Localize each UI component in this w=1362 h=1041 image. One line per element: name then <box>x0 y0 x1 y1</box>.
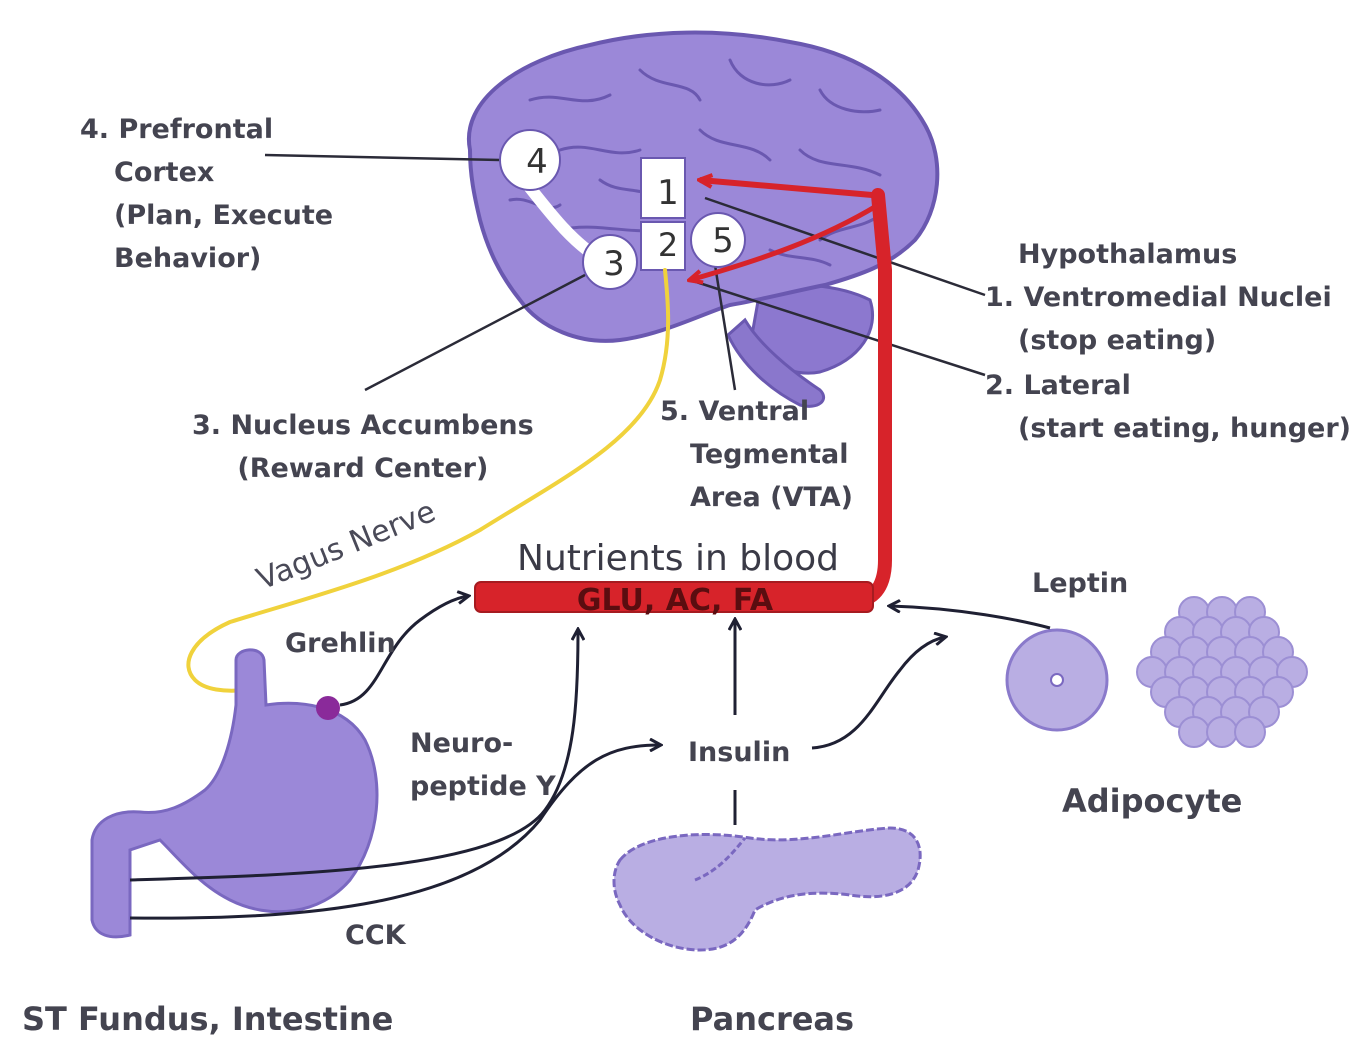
prefrontal-line-4: Behavior) <box>80 237 333 280</box>
hypothalamus-label: Hypothalamus <box>1018 233 1237 276</box>
neuropeptide-line-1: Neuro- <box>410 722 556 765</box>
leptin-label: Leptin <box>1032 562 1128 605</box>
node-3: 3 <box>603 244 625 284</box>
vagus-nerve-label: Vagus Nerve <box>252 494 441 597</box>
prefrontal-line-2: Cortex <box>80 151 333 194</box>
fat-cell <box>1235 717 1265 747</box>
nucleus-accumbens-line-2: (Reward Center) <box>192 447 534 490</box>
insulin-label: Insulin <box>688 731 790 774</box>
ventromedial-line-2: (stop eating) <box>985 319 1332 362</box>
ventromedial-line-1: 1. Ventromedial Nuclei <box>985 276 1332 319</box>
pancreas <box>614 828 920 950</box>
nutrients-list: GLU, AC, FA <box>577 583 774 618</box>
fat-cell <box>1207 717 1237 747</box>
node-1: 1 <box>657 173 679 213</box>
vta-line-1: 5. Ventral <box>660 390 853 433</box>
node-4: 4 <box>526 142 548 182</box>
neuropeptide-line-2: peptide Y <box>410 765 556 808</box>
lateral-line-1: 2. Lateral <box>985 364 1351 407</box>
adipocyte-cluster <box>1137 597 1307 747</box>
prefrontal-line-1: 4. Prefrontal <box>80 108 333 151</box>
adipocyte-cell <box>1007 630 1107 730</box>
adipocyte-label: Adipocyte <box>1062 780 1242 823</box>
vta-line-3: Area (VTA) <box>660 476 853 519</box>
insulin-to-leptin-arrow <box>812 637 945 748</box>
prefrontal-line-3: (Plan, Execute <box>80 194 333 237</box>
cck-label: CCK <box>345 914 406 957</box>
node-5: 5 <box>712 221 734 261</box>
vta-line-2: Tegmental <box>660 433 853 476</box>
ventromedial-label: 1. Ventromedial Nuclei (stop eating) <box>985 276 1332 362</box>
vta-label: 5. Ventral Tegmental Area (VTA) <box>660 390 853 519</box>
nucleus-accumbens-label: 3. Nucleus Accumbens (Reward Center) <box>192 404 534 490</box>
grehlin-cell <box>316 696 340 720</box>
neuropeptide-label: Neuro- peptide Y <box>410 722 556 808</box>
stomach <box>92 650 377 937</box>
stomach-caption: ST Fundus, Intestine <box>22 998 393 1041</box>
hypothalamus-title: Hypothalamus <box>1018 233 1237 276</box>
prefrontal-label: 4. Prefrontal Cortex (Plan, Execute Beha… <box>80 108 333 280</box>
nutrients-title: Nutrients in blood <box>517 538 839 579</box>
leptin-arrow <box>890 606 1050 628</box>
fat-cell <box>1179 717 1209 747</box>
lateral-line-2: (start eating, hunger) <box>985 407 1351 450</box>
node-2: 2 <box>658 226 678 264</box>
lateral-label: 2. Lateral (start eating, hunger) <box>985 364 1351 450</box>
grehlin-label: Grehlin <box>285 622 396 665</box>
nucleus-accumbens-line-1: 3. Nucleus Accumbens <box>192 404 534 447</box>
pancreas-caption: Pancreas <box>690 998 854 1041</box>
